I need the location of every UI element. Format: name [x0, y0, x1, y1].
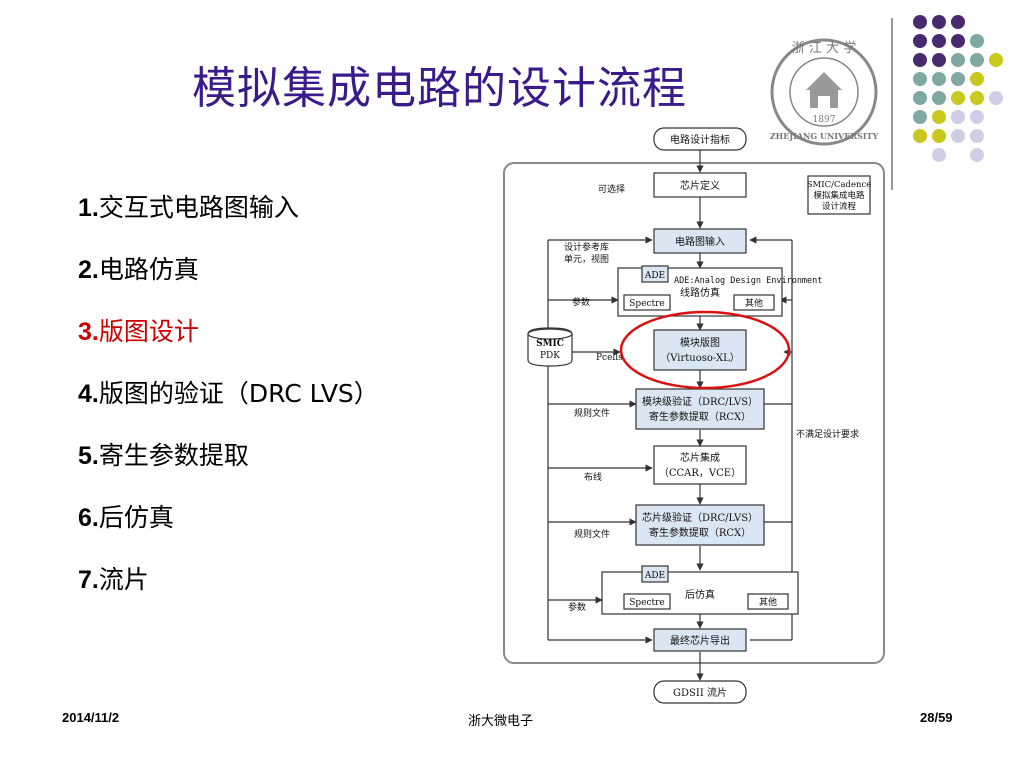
step-item-1: 1.交互式电路图输入 — [78, 188, 379, 250]
box-layout — [653, 329, 747, 371]
logo-year: 1897 — [813, 115, 836, 125]
label-chip-integ-2: （CCAR，VCE） — [659, 467, 741, 479]
label-not-meet: 不满足设计要求 — [796, 428, 859, 440]
zju-logo: 浙 江 大 学 ZHEJIANG UNIVERSITY 1897 — [770, 38, 879, 146]
step-item-5: 5.寄生参数提取 — [78, 436, 379, 498]
label-layout-2: （Virtuoso-XL） — [660, 352, 739, 364]
box-block-verify — [635, 388, 765, 430]
step-item-7: 7.流片 — [78, 560, 379, 622]
dot-row-4 — [913, 72, 984, 86]
label-chip-def: 芯片定义 — [680, 179, 720, 192]
step-list: 1.交互式电路图输入 2.电路仿真 3.版图设计 4.版图的验证（DRC LVS… — [78, 188, 379, 622]
box-spectre — [623, 294, 671, 311]
label-ref-lib-1: 设计参考库 — [564, 241, 609, 253]
step-item-2: 2.电路仿真 — [78, 250, 379, 312]
dot-row-6 — [913, 110, 984, 124]
step-item-3: 3.版图设计 — [78, 312, 379, 374]
footer-date: 2014/11/2 — [62, 710, 120, 725]
dot-row-1 — [913, 15, 965, 29]
box-others — [733, 294, 775, 311]
dot-row-8 — [932, 148, 984, 162]
flow-outer-frame — [503, 162, 885, 664]
decorative-dot-grid — [913, 15, 1003, 162]
step-num: 4. — [78, 380, 99, 408]
label-layout-1: 模块版图 — [680, 336, 720, 349]
step-text: 版图的验证（DRC LVS） — [98, 379, 379, 408]
box-spec — [653, 127, 747, 151]
title-divider-line — [891, 18, 893, 190]
footer-center: 浙大微电子 — [468, 714, 534, 729]
label-spectre: Spectre — [629, 299, 665, 309]
label-spec: 电路设计指标 — [670, 133, 730, 146]
label-routing: 布线 — [584, 471, 602, 483]
label-others: 其他 — [745, 297, 763, 309]
box-chip-verify — [635, 504, 765, 546]
label-optional: 可选择 — [598, 183, 625, 195]
label-ade-2: ADE — [644, 571, 665, 581]
step-num: 7. — [78, 566, 99, 594]
dot-row-5 — [913, 91, 1003, 105]
box-others-2 — [747, 593, 789, 610]
step-num: 5. — [78, 442, 99, 470]
box-chip-integ — [653, 445, 747, 485]
dot-row-2 — [913, 34, 984, 48]
label-others-2: 其他 — [759, 596, 777, 608]
step-text: 流片 — [98, 565, 149, 594]
label-params-2: 参数 — [568, 601, 586, 613]
label-rule-file-2: 规则文件 — [574, 528, 610, 540]
box-legend — [807, 175, 871, 215]
label-legend-2: 模拟集成电路 — [813, 190, 865, 201]
label-ade: ADE — [644, 271, 665, 281]
label-block-verify-2: 寄生参数提取（RCX） — [649, 410, 751, 423]
label-gdsii: GDSII 流片 — [673, 686, 727, 699]
step-text: 交互式电路图输入 — [98, 193, 299, 222]
label-pdk-1: SMIC — [536, 339, 564, 349]
step-num: 3. — [78, 318, 99, 346]
label-chip-verify-2: 寄生参数提取（RCX） — [649, 526, 751, 539]
label-pcells: Pcells — [596, 353, 623, 363]
label-spectre-2: Spectre — [629, 598, 665, 608]
step-item-6: 6.后仿真 — [78, 498, 379, 560]
step-text: 后仿真 — [98, 503, 174, 532]
label-legend-1: SMIC/Cadence — [807, 180, 872, 190]
box-final-export — [653, 628, 747, 652]
step-item-4: 4.版图的验证（DRC LVS） — [78, 374, 379, 436]
box-ade-2 — [641, 565, 669, 583]
label-rule-file: 规则文件 — [574, 407, 610, 419]
slide-title: 模拟集成电路的设计流程 — [192, 63, 687, 114]
label-params: 参数 — [572, 296, 590, 308]
label-block-verify-1: 模块级验证（DRC/LVS） — [642, 395, 758, 408]
footer-page: 28/59 — [920, 710, 953, 725]
step-text: 寄生参数提取 — [98, 441, 249, 470]
box-schematic — [653, 228, 747, 254]
label-pdk-2: PDK — [540, 351, 560, 361]
label-ade-full: ADE:Analog Design Environment — [674, 276, 822, 286]
box-spectre-2 — [623, 593, 671, 610]
logo-text-top: 浙 江 大 学 — [792, 40, 856, 56]
label-chip-integ-1: 芯片集成 — [680, 451, 720, 464]
label-chip-verify-1: 芯片级验证（DRC/LVS） — [642, 511, 758, 524]
step-num: 2. — [78, 256, 99, 284]
label-circuit-sim: 线路仿真 — [680, 286, 720, 299]
step-num: 1. — [78, 194, 99, 222]
box-ade — [641, 265, 669, 283]
label-schematic: 电路图输入 — [675, 235, 725, 248]
label-final-export: 最终芯片导出 — [670, 634, 730, 647]
step-text: 版图设计 — [98, 317, 199, 346]
dot-row-7 — [913, 129, 984, 143]
label-post-sim: 后仿真 — [685, 588, 715, 601]
step-text: 电路仿真 — [98, 255, 199, 284]
label-ref-lib-2: 单元，视图 — [564, 253, 609, 265]
dot-row-3 — [913, 53, 1003, 67]
logo-text-bottom: ZHEJIANG UNIVERSITY — [770, 131, 879, 141]
box-gdsii — [653, 680, 747, 704]
box-chip-def — [653, 172, 747, 198]
label-legend-3: 设计流程 — [822, 201, 857, 212]
step-num: 6. — [78, 504, 99, 532]
highlight-ellipse — [619, 310, 791, 390]
